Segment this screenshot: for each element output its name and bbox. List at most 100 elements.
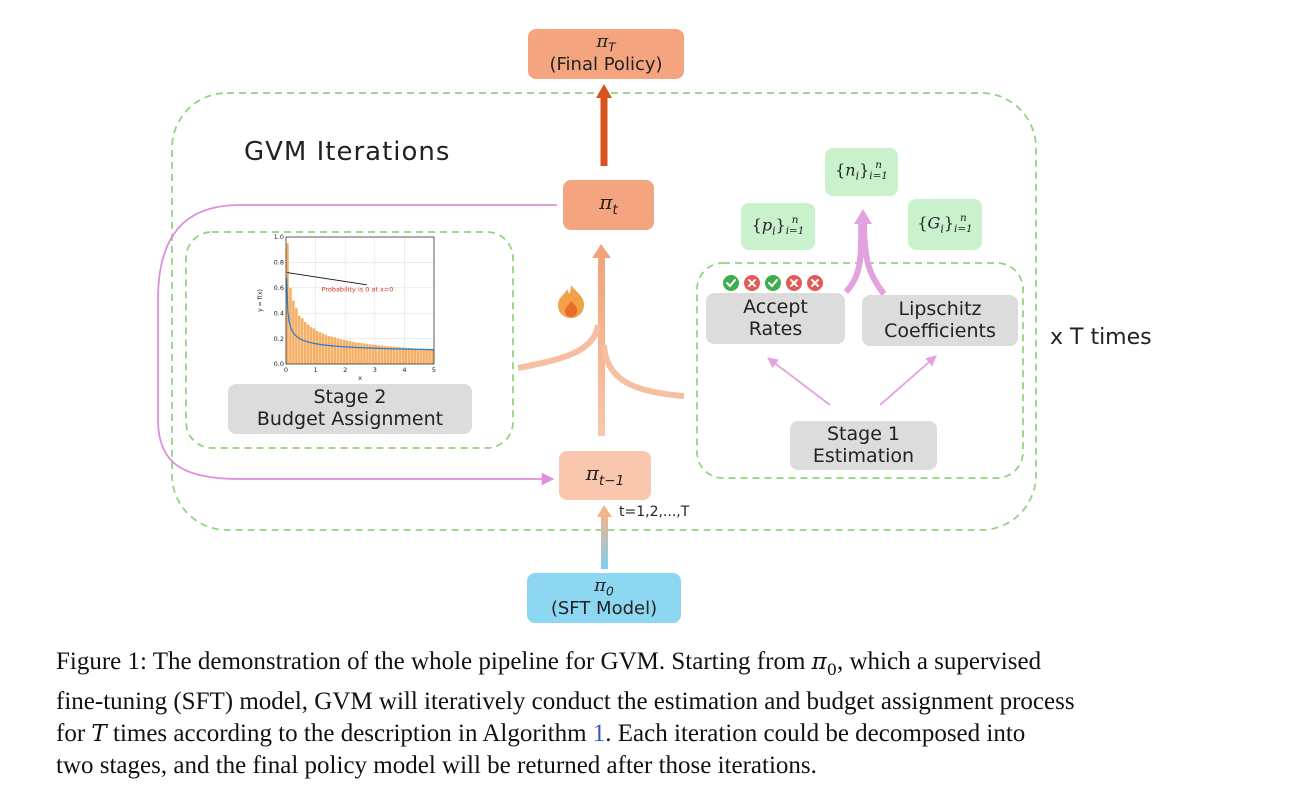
caption-line-2: fine-tuning (SFT) model, GVM will iterat… — [56, 688, 1075, 715]
check-icon — [723, 275, 739, 291]
chart-bar — [345, 340, 348, 364]
cross-icon — [807, 275, 823, 291]
chart-x-tick-label: 4 — [402, 366, 406, 374]
caption-line-4: two stages, and the final policy model w… — [56, 752, 817, 779]
chart-bar — [377, 345, 381, 364]
chart-bar — [398, 347, 402, 364]
chart-bar — [389, 346, 393, 364]
flame-icon — [558, 285, 585, 318]
to-n-curve-right — [861, 221, 887, 296]
algorithm-link[interactable]: 1 — [592, 720, 606, 747]
chart-bar — [318, 332, 322, 364]
sft-arrow-shaft — [601, 515, 608, 569]
previous-policy-symbol: πt−1 — [585, 460, 625, 489]
estimation-to-accept-arrow — [767, 357, 831, 406]
iteration-range-label: t=1,2,...,T — [619, 504, 690, 520]
stage1-line2: Estimation — [812, 444, 915, 467]
to-n-arrow-head — [854, 209, 872, 224]
chart-curve — [285, 278, 435, 351]
chart-bar — [321, 333, 325, 364]
final-policy-box: πT (Final Policy) — [528, 29, 684, 79]
chart-bar — [407, 347, 411, 364]
chart-y-tick-label: 1.0 — [274, 233, 284, 241]
accept-rates-line1: Accept — [743, 295, 808, 318]
chart-bar — [339, 339, 343, 364]
update-arrow-head — [592, 244, 611, 258]
previous-policy-box: πt−1 — [559, 451, 651, 500]
stage2-line2: Budget Assignment — [256, 408, 444, 430]
figure-caption: Figure 1: The demonstration of the whole… — [56, 646, 1246, 782]
chart-y-tick-label: 0.6 — [274, 284, 284, 292]
chart-bar — [410, 348, 414, 364]
chart-bar — [298, 315, 301, 364]
stage1-line1: Stage 1 — [826, 422, 901, 445]
accept-marks — [723, 275, 823, 291]
chart-x-tick-label: 2 — [343, 366, 347, 374]
chart-bar — [366, 343, 369, 364]
current-policy-symbol: πt — [599, 190, 618, 219]
chart-bar — [363, 343, 366, 364]
sft-model-box: π0 (SFT Model) — [527, 573, 681, 623]
to-n-curve-left — [843, 221, 865, 294]
accept-rates-line2: Rates — [748, 317, 803, 340]
caption-line-3: for T times according to the description… — [56, 720, 1026, 747]
chart-bar — [375, 344, 378, 364]
chart-bar — [372, 344, 375, 364]
chart-bar — [419, 348, 422, 364]
chart-x-tick-label: 0 — [284, 366, 288, 374]
chart-bar — [422, 349, 425, 364]
chart-y-tick-label: 0.4 — [274, 309, 284, 317]
chart-annotation-arrow — [287, 272, 367, 286]
chart-bar — [360, 343, 363, 364]
chart-bar — [357, 342, 360, 364]
final-policy-symbol: πT — [596, 31, 616, 55]
stage1-merge-curve — [601, 344, 685, 399]
chart-y-tick-label: 0.0 — [274, 360, 284, 368]
chart-y-tick-label: 0.2 — [274, 335, 284, 343]
chart-bar — [351, 341, 354, 364]
chart-bar — [348, 341, 351, 364]
cross-icon — [786, 275, 802, 291]
chart-bar — [309, 327, 313, 364]
chart-bar — [383, 345, 387, 364]
loop-arrow — [157, 204, 557, 486]
chart-bar — [369, 344, 372, 364]
lipschitz-box: Lipschitz Coefficients — [862, 295, 1018, 346]
chart-bar — [333, 337, 337, 364]
chart-bar — [336, 338, 340, 364]
chart-bar — [324, 334, 328, 364]
sft-arrow-head — [597, 505, 612, 517]
chart-annotation: Probability is 0 at x=0 — [322, 286, 394, 294]
chart-bar — [342, 339, 345, 364]
stage1-box: Stage 1 Estimation — [790, 421, 937, 470]
stage2-box: Stage 2 Budget Assignment — [228, 384, 472, 434]
lipschitz-line2: Coefficients — [884, 319, 996, 342]
chart-x-label: x — [358, 374, 362, 382]
final-arrow-head — [596, 84, 612, 98]
chart-bars — [286, 243, 434, 364]
chart-y-ticks: 0.00.20.40.60.81.0 — [274, 233, 284, 368]
cross-icon — [744, 275, 760, 291]
accept-rates-box: Accept Rates — [706, 293, 845, 344]
chart-bar — [354, 342, 357, 364]
chart-bar — [315, 330, 319, 364]
chart-bar — [306, 324, 310, 364]
chart-bar — [312, 328, 316, 364]
chart-y-label: y = f(x) — [257, 289, 264, 312]
lipschitz-line1: Lipschitz — [898, 297, 982, 320]
chart-bar — [392, 346, 396, 364]
chart-bar — [303, 322, 307, 364]
current-policy-box: πt — [563, 180, 654, 230]
sft-model-symbol: π0 — [594, 575, 614, 599]
chart-bar — [401, 347, 405, 364]
stage2-merge-curve — [517, 324, 601, 371]
chart-bar — [380, 345, 384, 364]
